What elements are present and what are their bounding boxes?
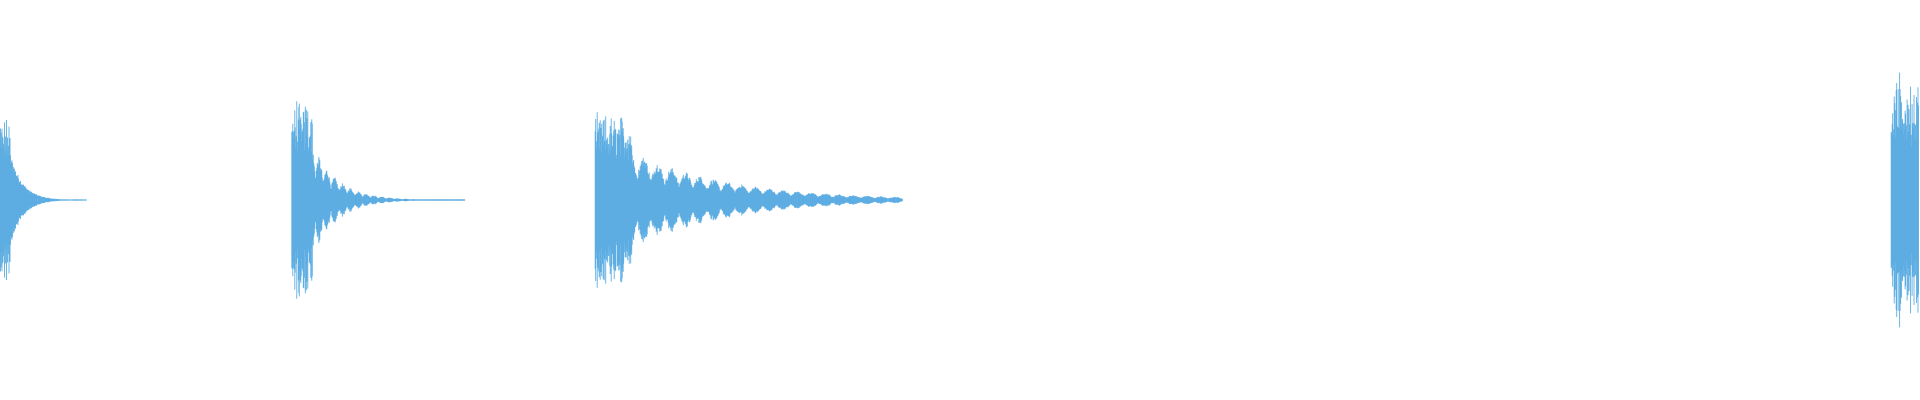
waveform-bursts	[0, 72, 1919, 328]
waveform-burst-1	[0, 120, 87, 280]
waveform-burst-4	[1890, 72, 1919, 328]
waveform-burst-3	[594, 112, 903, 288]
waveform-burst-2	[291, 101, 466, 299]
